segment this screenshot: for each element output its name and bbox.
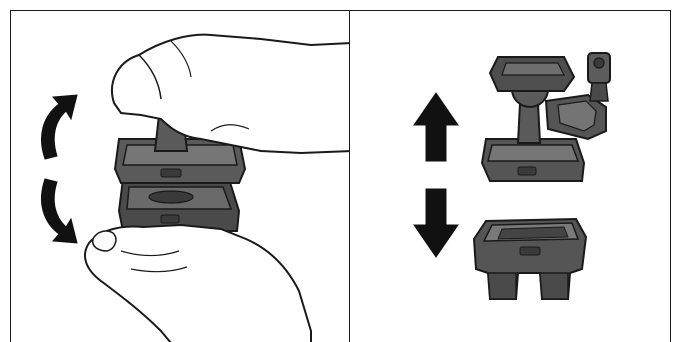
up-arrow-icon	[414, 93, 458, 161]
hand-bottom-icon	[85, 225, 311, 342]
panel-separate	[349, 10, 671, 342]
camera-mount-head-icon	[482, 53, 610, 181]
rotate-arrows-icon	[41, 95, 77, 243]
hand-top-icon	[112, 35, 350, 153]
rotate-arrow-down-icon	[41, 179, 77, 243]
down-arrow-icon	[414, 189, 458, 257]
panel-twist-drawing	[11, 11, 350, 342]
panel-twist	[10, 10, 350, 342]
rotate-arrow-up-icon	[41, 95, 77, 159]
panel-separate-drawing	[350, 11, 671, 342]
base-clip-icon	[474, 219, 586, 299]
